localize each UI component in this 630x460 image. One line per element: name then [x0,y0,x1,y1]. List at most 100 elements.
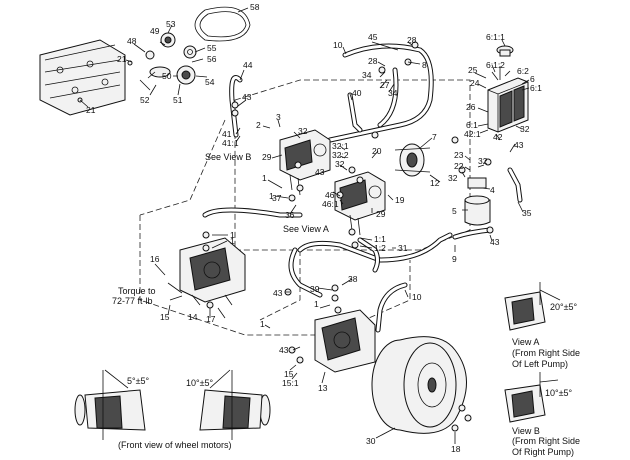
callout-18: 18 [451,444,461,454]
hydraulic-hoses [202,43,523,333]
callout-46: 46 [325,190,335,200]
callout-1: 1 [269,191,274,201]
callout-31: 31 [398,243,408,253]
callout-42: 42 [493,132,503,142]
callout-6-1-2: 6:1:2 [486,60,505,70]
callout-55: 55 [207,43,217,53]
callout-9: 9 [452,254,457,264]
callout-28: 28 [368,56,378,66]
callout-40: 40 [352,88,362,98]
callout-13: 13 [318,383,328,393]
callout-32: 32 [520,124,530,134]
callout-29: 29 [262,152,272,162]
callout-56: 56 [207,54,217,64]
callout-35: 35 [522,208,532,218]
callout-1: 1 [230,230,235,240]
view-b-pump [504,372,559,423]
callout-6-1-1: 6:1:1 [486,32,505,42]
callout-27: 27 [380,80,390,90]
callout-36: 36 [285,210,295,220]
drive-belt [194,6,251,42]
rear-tire [371,336,467,434]
left-hydraulic-pump [334,171,386,236]
see-view-a-caption: See View A [283,224,329,234]
torque-caption-line1: Torque to [118,286,156,296]
callout-26: 26 [466,102,476,112]
front-view-caption: (Front view of wheel motors) [118,440,232,450]
callout-29: 29 [376,209,386,219]
callout-16: 16 [150,254,160,264]
callout-1-1: 1:1 [374,234,386,244]
callout-1: 1 [230,236,235,246]
hydraulic-reservoir [487,45,529,133]
callout-1: 1 [260,319,265,329]
view-b-title: View B [512,426,540,436]
front-left-angle: 5°±5° [127,376,150,386]
callout-6-2: 6:2 [517,66,529,76]
callout-32: 32 [298,126,308,136]
callout-48: 48 [127,36,137,46]
view-a-subtitle-2: Of Left Pump) [512,359,568,369]
callout-22: 22 [454,161,464,171]
callout-32: 32 [448,173,458,183]
callout-51: 51 [173,95,183,105]
torque-caption-line2: 72-77 ft-lb [112,296,153,306]
view-a-subtitle-1: (From Right Side [512,348,580,358]
callout-38: 38 [348,274,358,284]
callout-39: 39 [310,284,320,294]
front-right-angle: 10°±5° [186,378,214,388]
view-b-subtitle-2: Of Right Pump) [512,447,574,457]
callout-32: 32 [478,156,488,166]
callout-50: 50 [162,71,172,81]
callout-28: 28 [407,35,417,45]
callout-37: 37 [272,193,282,203]
callout-41: 41 [222,129,232,139]
callout-8: 8 [422,60,427,70]
callout-54: 54 [205,77,215,87]
callout-7: 7 [432,132,437,142]
callout-45: 45 [368,32,378,42]
idler-pulleys [139,32,197,91]
callout-21: 21 [86,105,96,115]
callout-15: 15 [160,312,170,322]
fittings [77,41,494,432]
callout-43: 43 [242,92,252,102]
callout-25: 25 [468,65,478,75]
view-b-angle: 10°±5° [545,388,573,398]
callout-2: 2 [256,120,261,130]
pump-drive-pulleys [394,143,431,177]
callout-21: 21 [117,54,127,64]
callout-labels: 58 53 49 48 55 56 21 21 52 50 51 54 10 4… [86,2,542,454]
callout-43: 43 [514,140,524,150]
callout-15: 15 [284,369,294,379]
right-wheel-motor [314,309,376,373]
callout-53: 53 [166,19,176,29]
callout-49: 49 [150,26,160,36]
callout-42-1: 42:1 [464,129,481,139]
callout-5: 5 [452,206,457,216]
leader-lines [79,7,530,444]
callout-46-1: 46:1 [322,199,339,209]
callout-32-1: 32:1 [332,141,349,151]
callout-24: 24 [470,78,480,88]
engine-block [39,39,126,116]
callout-30: 30 [366,436,376,446]
right-hydraulic-pump [279,129,331,196]
callout-15-1: 15:1 [282,378,299,388]
callout-1-2: 1:2 [374,243,386,253]
callout-10: 10 [412,292,422,302]
callout-17: 17 [206,314,216,324]
see-view-b-caption: See View B [205,152,251,162]
front-view-wheel-motors [74,369,271,440]
callout-1: 1 [262,173,267,183]
callout-6-1: 6:1 [530,83,542,93]
view-b-subtitle-1: (From Right Side [512,436,580,446]
callout-23: 23 [454,150,464,160]
callout-43: 43 [490,237,500,247]
callout-43: 43 [273,288,283,298]
hydraulic-filter [464,177,491,226]
callout-12: 12 [430,178,440,188]
callout-34: 34 [388,88,398,98]
